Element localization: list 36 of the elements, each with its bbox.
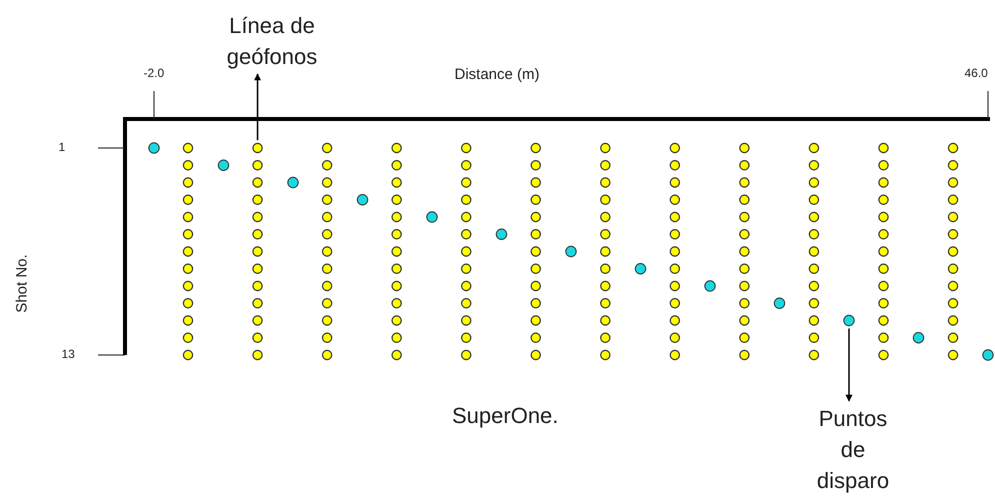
geophone-column: [808, 142, 820, 360]
geophone-column: [391, 142, 402, 360]
geophone-column: [322, 142, 332, 360]
geophone-column: [182, 142, 194, 360]
shot-point: [843, 314, 855, 326]
layout-name: SuperOne.: [452, 403, 558, 429]
shot-point: [774, 298, 786, 309]
shot-point: [634, 263, 646, 274]
geophone-column: [878, 142, 889, 360]
geophone-column: [948, 142, 958, 360]
geophone-column: [739, 142, 750, 360]
geophone-column: [252, 142, 263, 360]
tick-label: 1: [58, 140, 66, 154]
geophone-column: [600, 142, 610, 360]
geophone-column: [670, 142, 680, 360]
shot-point: [148, 142, 160, 154]
shot-point: [912, 332, 924, 344]
arrow: [846, 328, 852, 402]
callout-label: Puntos de disparo: [808, 403, 898, 496]
callout-label: Línea de geófonos: [202, 10, 342, 72]
shot-point: [356, 194, 368, 206]
shot-point: [565, 246, 577, 258]
shot-point: [287, 176, 299, 188]
tick-label: 46.0: [964, 66, 988, 80]
shot-point: [218, 160, 230, 171]
shot-point: [426, 211, 438, 223]
shot-point: [496, 228, 508, 240]
axis-title: Shot No.: [14, 254, 31, 312]
tick-label: -2.0: [144, 66, 164, 80]
shot-point: [982, 349, 994, 361]
geophone-column: [530, 142, 541, 360]
shot-point: [704, 280, 716, 292]
geophone-column: [461, 142, 472, 360]
axis-title: Distance (m): [454, 66, 540, 83]
arrow: [254, 73, 262, 140]
tick-label: 13: [62, 347, 75, 361]
